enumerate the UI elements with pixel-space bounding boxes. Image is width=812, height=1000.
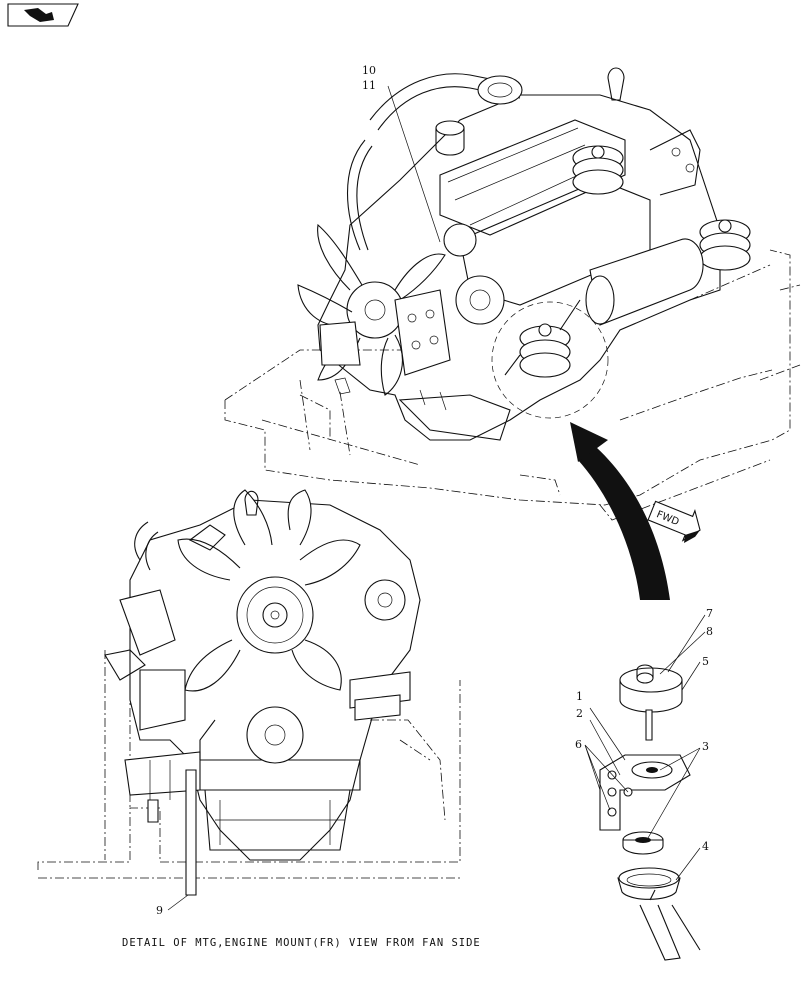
callout-1: 1	[576, 690, 583, 703]
engine-mount-exploded-view	[599, 664, 701, 961]
callout-6: 6	[575, 738, 582, 751]
callout-4: 4	[702, 840, 709, 853]
cooling-fan-front	[177, 489, 361, 692]
fwd-arrow-icon: FWD	[647, 500, 701, 544]
engine-front-detail-view	[37, 489, 461, 896]
detail-arrow-icon	[570, 422, 670, 600]
nav-arrow-icon[interactable]	[7, 3, 79, 27]
callout-3: 3	[702, 740, 709, 753]
callout-5: 5	[702, 655, 709, 668]
cooling-fan-top	[297, 223, 446, 396]
callout-2: 2	[576, 707, 583, 720]
engine-assembly-view	[224, 67, 801, 521]
detail-caption: DETAIL OF MTG,ENGINE MOUNT(FR) VIEW FROM…	[122, 937, 481, 949]
callout-9: 9	[156, 904, 163, 917]
callout-7: 7	[706, 607, 713, 620]
callout-10: 10	[362, 64, 376, 77]
callout-8: 8	[706, 625, 713, 638]
callout-11: 11	[362, 79, 376, 92]
